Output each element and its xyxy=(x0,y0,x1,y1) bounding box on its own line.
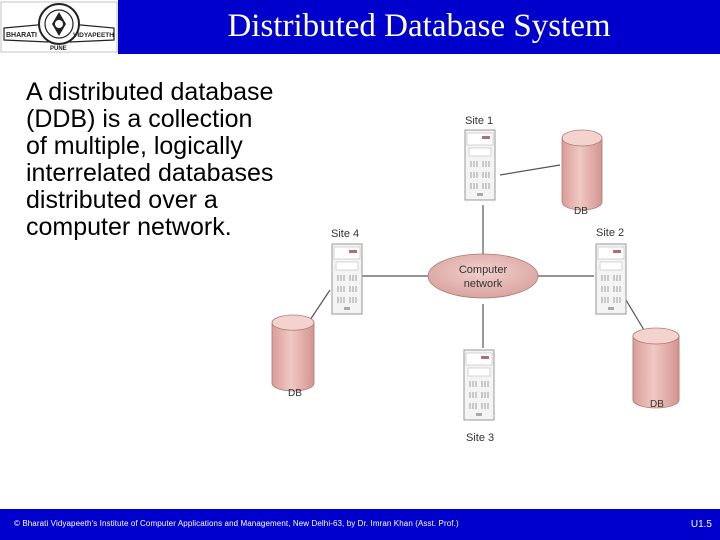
site-3: Site 3 xyxy=(464,350,494,444)
network-label-line2: network xyxy=(464,278,503,290)
site-2-label: Site 2 xyxy=(596,227,624,239)
page-number: U1.5 xyxy=(691,519,712,530)
site-4-server xyxy=(332,244,362,314)
network-label-line1: Computer xyxy=(459,264,508,276)
site-3-label: Site 3 xyxy=(466,432,494,444)
site-2-db xyxy=(633,328,679,408)
site-1-server xyxy=(465,130,495,200)
site-1: Site 1 DB xyxy=(465,115,602,217)
site-2-db-label: DB xyxy=(650,399,664,410)
site-2-server xyxy=(596,244,626,314)
site-1-label: Site 1 xyxy=(465,115,493,127)
site-4: Site 4 DB xyxy=(272,228,362,399)
computer-network-node: Computer network xyxy=(428,254,538,298)
site-4-db-label: DB xyxy=(288,388,302,399)
site-3-server xyxy=(464,350,494,420)
site-4-db xyxy=(272,315,314,391)
site-1-db xyxy=(562,130,602,210)
distributed-database-diagram: Computer network Site 1 DB Site 2 DB Sit… xyxy=(0,0,720,509)
site-4-label: Site 4 xyxy=(331,228,359,240)
site-1-db-label: DB xyxy=(574,206,588,217)
footer-credit: © Bharati Vidyapeeth's Institute of Comp… xyxy=(14,519,459,528)
